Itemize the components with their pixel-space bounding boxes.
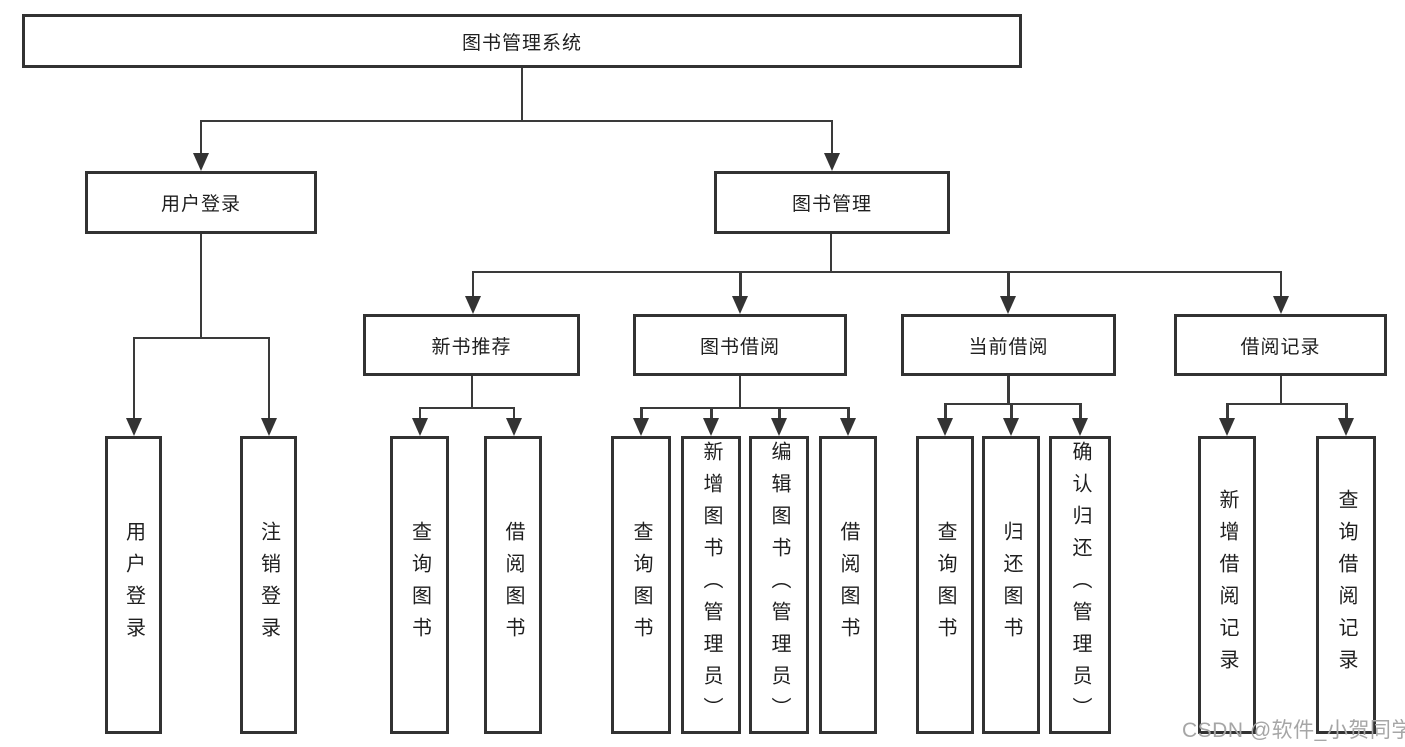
arrow-down-icon bbox=[633, 418, 649, 436]
connector-bookmgmt-stem bbox=[829, 234, 832, 272]
arrow-down-icon bbox=[505, 418, 522, 436]
connector-arm-leaf-logout bbox=[267, 337, 270, 419]
connector-newbook-bar bbox=[418, 406, 515, 409]
leaf-label: 查询图书 bbox=[408, 521, 431, 649]
leaf-label: 查询图书 bbox=[630, 521, 652, 649]
leaf-label: 编辑图书（管理员） bbox=[768, 441, 790, 729]
connector-records-stem bbox=[1279, 376, 1282, 404]
connector-arm-bb-edit bbox=[778, 407, 781, 419]
arrow-down-icon bbox=[771, 418, 787, 436]
leaf-label: 新增借阅记录 bbox=[1216, 489, 1238, 681]
arrow-down-icon bbox=[411, 418, 428, 436]
connector-bookmgmt-bar bbox=[471, 270, 1282, 273]
leaf-user-login: 用户登录 bbox=[105, 436, 162, 734]
connector-current-stem bbox=[1007, 376, 1010, 404]
node-label: 图书借阅 bbox=[699, 336, 780, 358]
leaf-label: 查询借阅记录 bbox=[1335, 489, 1357, 681]
connector-arm-nb-borrow bbox=[512, 407, 515, 419]
node-book-borrow: 图书借阅 bbox=[633, 314, 847, 376]
leaf-nb-query-books: 查询图书 bbox=[390, 436, 449, 734]
node-label: 借阅记录 bbox=[1240, 336, 1321, 358]
arrow-down-icon bbox=[937, 418, 953, 436]
connector-records-bar bbox=[1226, 402, 1347, 405]
node-label: 用户登录 bbox=[160, 194, 241, 215]
connector-arm-new-book bbox=[471, 271, 474, 297]
connector-arm-nb-query bbox=[418, 407, 421, 419]
arrow-down-icon bbox=[464, 296, 481, 314]
arrow-down-icon bbox=[703, 418, 719, 436]
node-user-login-branch: 用户登录 bbox=[85, 171, 317, 234]
leaf-label: 查询图书 bbox=[934, 521, 956, 649]
connector-current-bar bbox=[944, 402, 1081, 405]
leaf-bb-borrow-books: 借阅图书 bbox=[819, 436, 877, 734]
leaf-logout: 注销登录 bbox=[240, 436, 297, 734]
connector-arm-bb-query bbox=[640, 407, 643, 419]
connector-arm-user-login bbox=[199, 120, 202, 154]
leaf-label: 用户登录 bbox=[122, 521, 145, 649]
arrow-down-icon bbox=[1072, 418, 1088, 436]
connector-root-stem bbox=[520, 68, 523, 121]
leaf-label: 归还图书 bbox=[1000, 521, 1022, 649]
connector-arm-bb-add bbox=[710, 407, 713, 419]
node-book-mgmt-branch: 图书管理 bbox=[714, 171, 950, 234]
leaf-bb-edit-books-admin: 编辑图书（管理员） bbox=[749, 436, 809, 734]
connector-arm-cb-return bbox=[1010, 403, 1013, 419]
arrow-down-icon bbox=[260, 418, 277, 436]
connector-newbook-stem bbox=[470, 376, 473, 408]
arrow-down-icon bbox=[1272, 296, 1289, 314]
leaf-label: 借阅图书 bbox=[837, 521, 859, 649]
leaf-label: 注销登录 bbox=[257, 521, 280, 649]
leaf-bb-query-books: 查询图书 bbox=[611, 436, 671, 734]
leaf-bb-add-books-admin: 新增图书（管理员） bbox=[681, 436, 741, 734]
node-current-borrow: 当前借阅 bbox=[901, 314, 1116, 376]
connector-arm-records bbox=[1279, 271, 1282, 297]
connector-arm-leaf-login bbox=[132, 337, 135, 419]
connector-arm-br-query bbox=[1345, 403, 1348, 419]
leaf-br-add-record: 新增借阅记录 bbox=[1198, 436, 1256, 734]
arrow-down-icon bbox=[823, 153, 840, 171]
connector-arm-current bbox=[1007, 271, 1010, 297]
connector-arm-br-add bbox=[1226, 403, 1229, 419]
node-label: 图书管理系统 bbox=[461, 32, 582, 54]
connector-arm-borrow bbox=[739, 271, 742, 297]
arrow-down-icon bbox=[732, 296, 748, 314]
leaf-label: 确认归还（管理员） bbox=[1069, 441, 1091, 729]
connector-arm-cb-confirm bbox=[1079, 403, 1082, 419]
leaf-cb-query-books: 查询图书 bbox=[916, 436, 974, 734]
leaf-br-query-record: 查询借阅记录 bbox=[1316, 436, 1376, 734]
arrow-down-icon bbox=[840, 418, 856, 436]
arrow-down-icon bbox=[1338, 418, 1354, 436]
node-label: 当前借阅 bbox=[968, 336, 1049, 358]
leaf-label: 借阅图书 bbox=[502, 521, 524, 649]
leaf-label: 新增图书（管理员） bbox=[700, 441, 722, 729]
connector-userlogin-stem bbox=[199, 234, 202, 338]
arrow-down-icon bbox=[1000, 296, 1016, 314]
arrow-down-icon bbox=[1003, 418, 1019, 436]
node-label: 图书管理 bbox=[791, 194, 872, 215]
connector-userlogin-bar bbox=[132, 336, 270, 339]
connector-arm-cb-query bbox=[944, 403, 947, 419]
connector-root-bar bbox=[200, 119, 833, 122]
node-borrow-records: 借阅记录 bbox=[1174, 314, 1387, 376]
node-new-book-rec: 新书推荐 bbox=[363, 314, 580, 376]
connector-borrow-stem bbox=[738, 376, 741, 408]
connector-arm-bb-borrow bbox=[847, 407, 850, 419]
connector-borrow-bar bbox=[640, 406, 848, 409]
arrow-down-icon bbox=[1219, 418, 1235, 436]
csdn-watermark: CSDN @软件_小贺同学 bbox=[1182, 719, 1405, 742]
arrow-down-icon bbox=[125, 418, 142, 436]
node-label: 新书推荐 bbox=[431, 336, 512, 358]
leaf-nb-borrow-books: 借阅图书 bbox=[484, 436, 542, 734]
connector-arm-book-mgmt bbox=[830, 120, 833, 154]
leaf-cb-confirm-return-admin: 确认归还（管理员） bbox=[1049, 436, 1111, 734]
leaf-cb-return-books: 归还图书 bbox=[982, 436, 1040, 734]
node-library-system-root: 图书管理系统 bbox=[22, 14, 1022, 68]
arrow-down-icon bbox=[192, 153, 209, 171]
